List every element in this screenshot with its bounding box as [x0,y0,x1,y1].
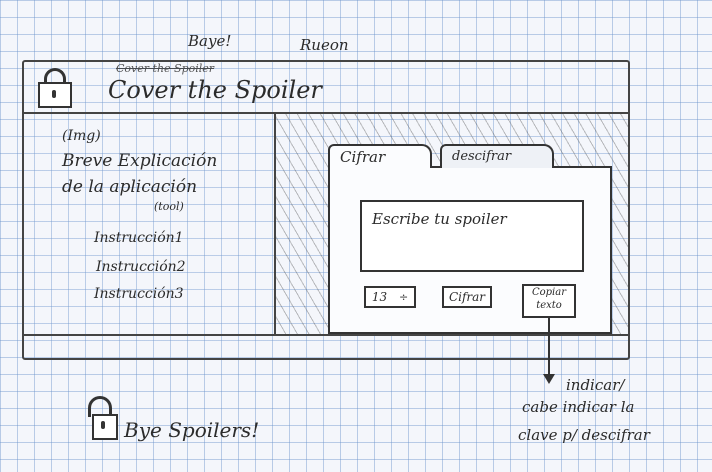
logo-placeholder: (Img) [62,128,101,144]
tab-descifrar[interactable]: descifrar [440,144,554,168]
annotation-line-1: indicar/ [566,376,625,394]
bottom-bar [24,334,628,358]
instruction-3: Instrucción3 [94,286,184,302]
page-title: Cover the Spoiler [108,76,322,104]
header-scribble: Cover the Spoiler [116,62,215,75]
tab-cifrar[interactable]: Cifrar [328,144,432,168]
cipher-card: Cifrar descifrar Escribe tu spoiler 13 ÷… [328,144,612,334]
instruction-2: Instrucción2 [96,259,186,275]
header-bar: Cover the Spoiler Cover the Spoiler [24,62,628,114]
spoiler-input[interactable]: Escribe tu spoiler [360,200,584,272]
top-note-rueon: Rueon [300,36,349,54]
key-stepper[interactable]: 13 ÷ [364,286,416,308]
description-note: (tool) [154,200,184,213]
top-note-baye: Baye! [188,32,232,50]
left-panel: (Img) Breve Explicación de la aplicación… [24,114,276,336]
stepper-arrows-icon[interactable]: ÷ [398,291,409,304]
lock-icon [36,68,74,108]
cifrar-button[interactable]: Cifrar [442,286,492,308]
annotation-line-3: clave p/ descifrar [518,426,650,444]
annotation-arrow [548,316,550,376]
key-value: 13 [371,290,388,304]
unlocked-lock-icon [86,396,120,442]
copy-text-button[interactable]: Copiar texto [522,284,576,318]
instruction-1: Instrucción1 [94,230,184,246]
annotation-line-2: cabe indicar la [522,398,635,416]
spoiler-placeholder: Escribe tu spoiler [372,210,507,228]
arrow-head-icon [543,374,555,384]
footer-title: Bye Spoilers! [124,418,260,442]
app-description: Breve Explicación de la aplicación [62,151,218,197]
